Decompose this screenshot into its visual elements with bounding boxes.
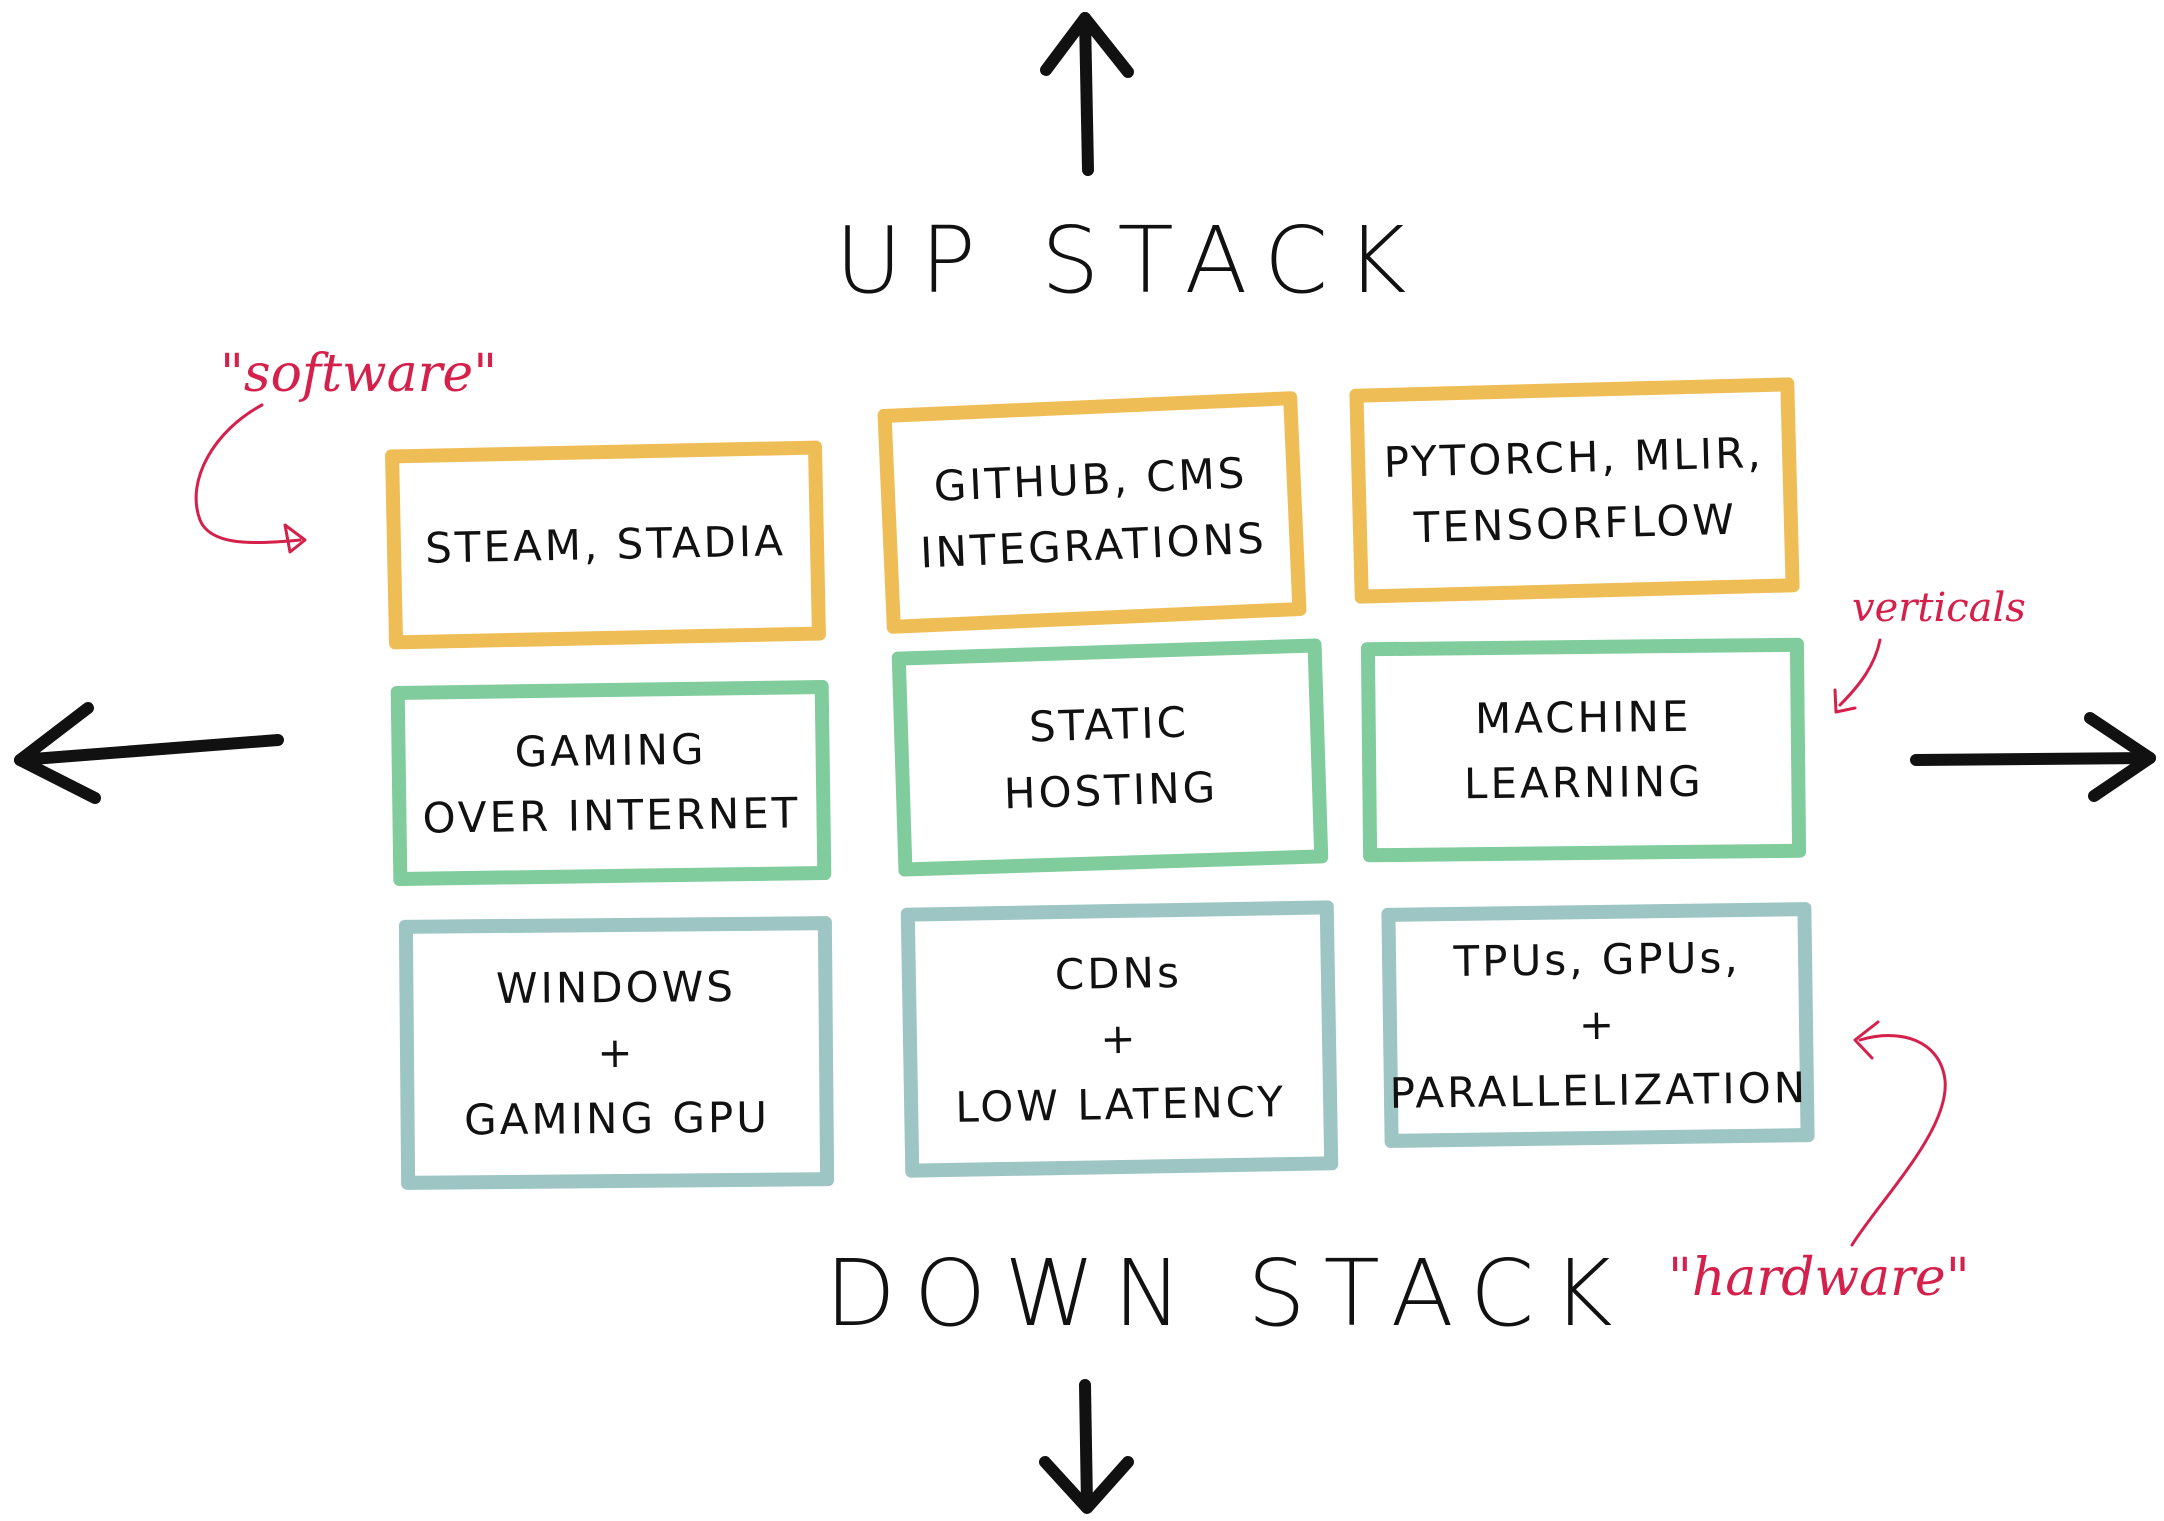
box-line: + xyxy=(597,1028,636,1078)
box-line: STEAM, STADIA xyxy=(424,516,787,574)
box-cdns-low-latency: CDNs + LOW LATENCY xyxy=(900,900,1339,1178)
box-tpus-gpus-parallelization: TPUs, GPUs, + PARALLELIZATION xyxy=(1381,902,1815,1148)
box-line: GAMING GPU xyxy=(463,1092,771,1144)
hardware-pointer-arrow xyxy=(1850,1020,1947,1247)
box-line: INTEGRATIONS xyxy=(919,512,1268,578)
box-line: TPUs, GPUs, xyxy=(1453,933,1741,987)
arrow-left-icon xyxy=(14,702,284,804)
software-pointer-arrow xyxy=(194,403,307,554)
arrow-right-icon xyxy=(1910,712,2156,802)
software-note: "software" xyxy=(220,344,498,404)
box-line: PARALLELIZATION xyxy=(1389,1062,1809,1118)
box-steam-stadia: STEAM, STADIA xyxy=(384,440,827,650)
box-line: + xyxy=(1578,1000,1618,1050)
box-line: HOSTING xyxy=(1003,762,1219,818)
box-line: MACHINE xyxy=(1474,691,1692,744)
box-line: TENSORFLOW xyxy=(1413,494,1738,552)
down-stack-label: DOWN STACK xyxy=(825,1240,1631,1347)
verticals-note: verticals xyxy=(1852,585,2026,631)
box-line: STATIC xyxy=(1028,697,1190,752)
box-line: OVER INTERNET xyxy=(422,788,801,843)
box-machine-learning: MACHINE LEARNING xyxy=(1360,637,1807,863)
box-pytorch-mlir: PYTORCH, MLIR, TENSORFLOW xyxy=(1349,377,1800,604)
box-static-hosting: STATIC HOSTING xyxy=(891,638,1329,877)
box-line: GAMING xyxy=(514,724,707,777)
box-line: LEARNING xyxy=(1463,756,1704,809)
box-line: WINDOWS xyxy=(495,962,737,1014)
box-line: + xyxy=(1099,1014,1140,1064)
box-gaming-over-internet: GAMING OVER INTERNET xyxy=(390,679,832,887)
hardware-note: "hardware" xyxy=(1668,1248,1970,1308)
arrow-up-icon xyxy=(1040,12,1134,176)
verticals-pointer-arrow xyxy=(1833,638,1882,714)
box-github-cms: GITHUB, CMS INTEGRATIONS xyxy=(877,390,1307,635)
box-windows-gaming-gpu: WINDOWS + GAMING GPU xyxy=(398,916,835,1190)
arrow-down-icon xyxy=(1039,1379,1134,1514)
box-line: LOW LATENCY xyxy=(954,1076,1287,1132)
box-line: PYTORCH, MLIR, xyxy=(1383,428,1765,488)
up-stack-label: UP STACK xyxy=(835,207,1425,314)
box-line: CDNs xyxy=(1054,948,1183,1000)
